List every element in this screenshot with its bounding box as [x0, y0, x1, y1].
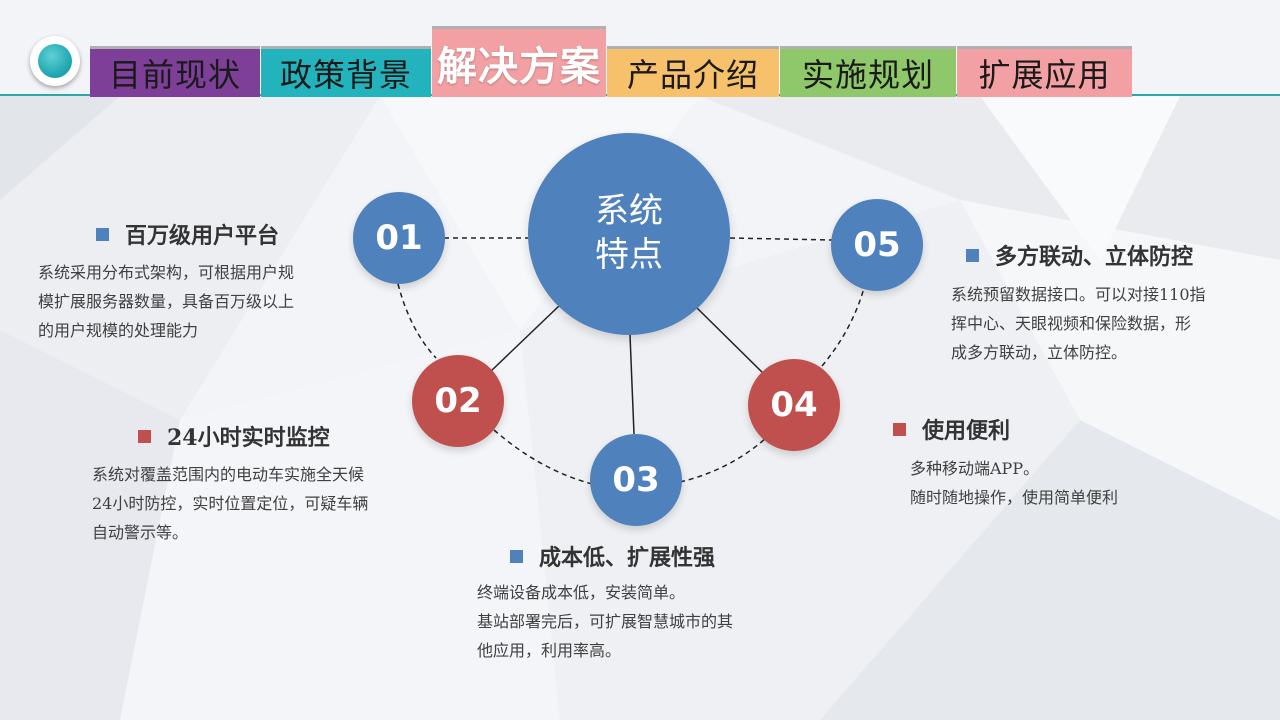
- node-05: 05: [831, 199, 923, 291]
- feature-desc-million-users: 系统采用分布式架构，可根据用户规 模扩展服务器数量，具备百万级以上 的用户规模的…: [38, 263, 295, 340]
- center-circle: 系统 特点: [528, 133, 730, 335]
- node-02: 02: [412, 355, 504, 447]
- spoke-04: [695, 306, 765, 375]
- connector-03-04: [679, 437, 767, 483]
- spoke-02: [489, 304, 561, 373]
- feature-desc-linkage: 系统预留数据接口。可以对接110指 挥中心、天眼视频和保险数据，形 成多方联动，…: [951, 285, 1206, 362]
- tab-product-intro[interactable]: 产品介绍: [607, 46, 779, 97]
- tab-solution[interactable]: 解决方案: [432, 26, 606, 97]
- connector-01-02: [397, 283, 437, 359]
- center-label-line2: 特点: [595, 235, 663, 275]
- feature-title-linkage: 多方联动、立体防控: [966, 239, 1193, 271]
- feature-title-24h-monitoring: 24小时实时监控: [138, 420, 330, 452]
- tab-policy-background[interactable]: 政策背景: [261, 46, 431, 97]
- tab-current-status[interactable]: 目前现状: [90, 46, 260, 97]
- tab-implementation-plan[interactable]: 实施规划: [780, 46, 956, 97]
- node-01: 01: [353, 192, 445, 284]
- feature-desc-convenience: 多种移动端APP。 随时随地操作，使用简单便利: [910, 459, 1119, 507]
- feature-title-convenience: 使用便利: [893, 413, 1010, 445]
- connector-04-05: [821, 287, 865, 367]
- feature-title-low-cost: 成本低、扩展性强: [510, 540, 715, 572]
- bullet-square: [510, 549, 523, 563]
- connector-02-03: [493, 429, 593, 485]
- bullet-square: [966, 248, 979, 262]
- connector-center-05: [729, 237, 833, 241]
- bullet-square: [138, 429, 151, 443]
- node-04: 04: [748, 359, 840, 451]
- tab-extended-applications[interactable]: 扩展应用: [957, 46, 1132, 97]
- feature-desc-low-cost: 终端设备成本低，安装简单。 基站部署完后，可扩展智慧城市的其 他应用，利用率高。: [477, 583, 734, 660]
- feature-title-million-users: 百万级用户平台: [96, 218, 279, 250]
- spoke-03: [629, 334, 635, 435]
- bullet-square: [96, 227, 109, 241]
- logo-icon: [30, 36, 80, 86]
- bullet-square: [893, 422, 906, 436]
- center-label-line1: 系统: [595, 191, 663, 232]
- feature-desc-24h-monitoring: 系统对覆盖范围内的电动车实施全天候 24小时防控，实时位置定位，可疑车辆 自动警…: [92, 465, 369, 542]
- node-03: 03: [590, 434, 682, 526]
